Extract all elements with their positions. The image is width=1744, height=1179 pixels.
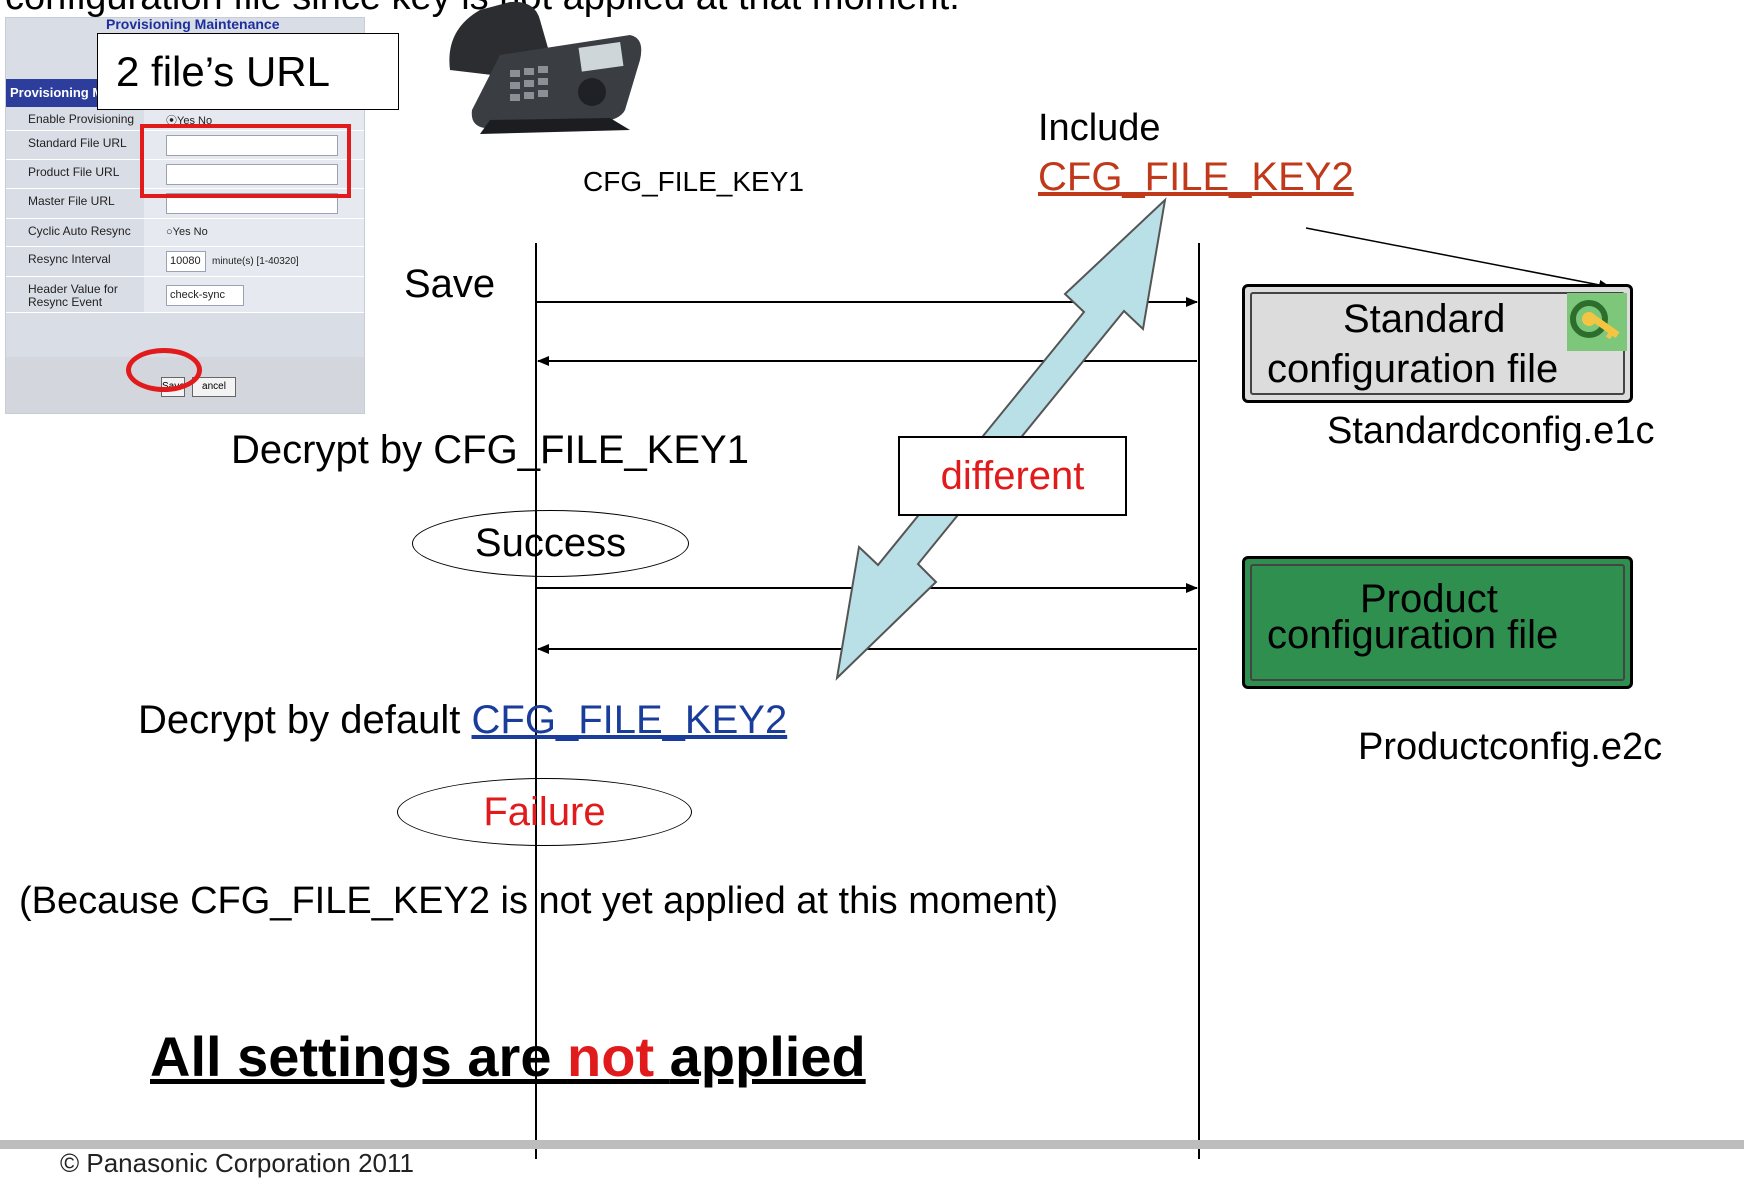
provisioning-panel: Provisioning Maintenance Provisioning Ma… [5, 17, 365, 414]
row-label: Cyclic Auto Resync [28, 224, 131, 238]
because-text: (Because CFG_FILE_KEY2 is not yet applie… [19, 880, 1059, 922]
footer-bar [0, 1140, 1744, 1149]
row-cyclic-auto-resync: Cyclic Auto Resync ○Yes No [6, 219, 364, 247]
product-filename: Productconfig.e2c [1358, 726, 1663, 768]
standard-line1: Standard [1343, 297, 1506, 341]
standard-line2: configuration file [1267, 347, 1559, 391]
failure-label: Failure [483, 790, 606, 834]
header-text: configuration file since key is not appl… [5, 0, 960, 19]
include-label: Include [1038, 107, 1161, 149]
row-label: Resync Interval [28, 252, 111, 266]
row-label: Standard File URL [28, 136, 127, 150]
standard-file-url-input[interactable] [166, 135, 338, 156]
product-file-url-input[interactable] [166, 164, 338, 185]
resync-interval-suffix: minute(s) [1-40320] [212, 256, 299, 267]
standard-config-box: Standard configuration file [1242, 284, 1633, 403]
row-label: Product File URL [28, 165, 120, 179]
decrypt-key1-text: Decrypt by CFG_FILE_KEY1 [231, 428, 749, 472]
product-line2: configuration file [1267, 613, 1559, 657]
phone-key-label: CFG_FILE_KEY1 [583, 166, 804, 197]
result-part3: applied [669, 1025, 866, 1088]
failure-oval: Failure [397, 778, 692, 846]
result-text: All settings are not applied [150, 1024, 866, 1089]
encryption-key-icon [1567, 293, 1627, 351]
row-product-file-url: Product File URL [6, 160, 364, 189]
row-label: Master File URL [28, 194, 115, 208]
phone-icon [449, 1, 642, 134]
radio-yes-no[interactable]: ○Yes No [166, 226, 208, 238]
product-config-box: Product configuration file [1242, 556, 1633, 689]
radio-selected-icon[interactable]: ⦿ [166, 115, 177, 127]
result-part2: not [567, 1025, 670, 1088]
different-box: different [898, 436, 1127, 516]
url-highlight-rect [140, 124, 351, 198]
row-header-value: Header Value for Resync Event check-sync [6, 277, 364, 313]
include-key-label: CFG_FILE_KEY2 [1038, 155, 1354, 199]
decrypt-default-key: CFG_FILE_KEY2 [471, 698, 788, 742]
panel-title: Provisioning Maintenance [106, 17, 280, 32]
save-highlight-circle [126, 348, 202, 392]
radio-icon[interactable]: ○ [166, 226, 173, 238]
master-file-url-input[interactable] [166, 193, 338, 214]
url-callout: 2 file’s URL [97, 33, 399, 110]
save-label: Save [404, 262, 496, 306]
different-label: different [940, 454, 1085, 498]
decrypt-default-text: Decrypt by default CFG_FILE_KEY2 [138, 698, 787, 743]
row-label: Enable Provisioning [28, 112, 135, 126]
result-part1: All settings are [150, 1025, 568, 1088]
header-value-input[interactable]: check-sync [166, 285, 244, 306]
success-label: Success [474, 521, 627, 565]
cancel-button[interactable]: ancel [192, 377, 236, 397]
standard-filename: Standardconfig.e1c [1327, 410, 1655, 452]
server-lifeline [1198, 243, 1200, 1159]
copyright-text: © Panasonic Corporation 2011 [60, 1148, 415, 1178]
row-label: Header Value for Resync Event [28, 282, 118, 309]
key-pointer-arrow [1305, 227, 1611, 290]
row-resync-interval: Resync Interval 10080 minute(s) [1-40320… [6, 247, 364, 277]
phone-lifeline [535, 243, 537, 1159]
product-line1: Product [1360, 577, 1498, 621]
row-master-file-url: Master File URL [6, 189, 364, 219]
row-standard-file-url: Standard File URL [6, 131, 364, 160]
decrypt-default-prefix: Decrypt by default [138, 698, 461, 742]
resync-interval-input[interactable]: 10080 [166, 251, 206, 272]
success-oval: Success [412, 510, 689, 577]
